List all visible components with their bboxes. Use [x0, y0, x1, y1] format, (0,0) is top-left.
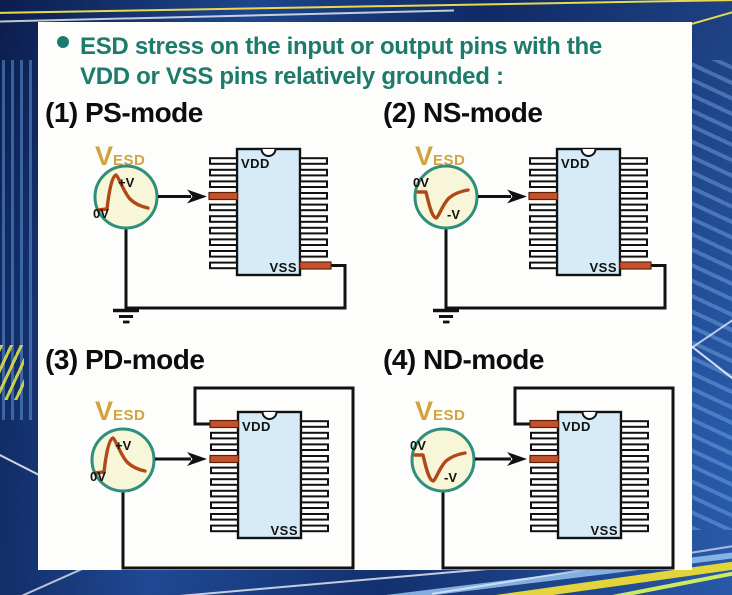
wave-bottom-label: 0V [93, 206, 109, 221]
vdd-grounded-pin [529, 419, 560, 429]
vdd-label: VDD [242, 419, 271, 434]
vdd-grounded-pin [209, 419, 240, 429]
ps-mode-diagram: VESD +V 0V VDD VSS [93, 141, 347, 324]
heading-nd-mode: (4) ND-mode [383, 344, 544, 375]
vesd-label: VESD [415, 141, 465, 171]
stress-arrow-head [187, 189, 207, 204]
wave-bottom-label: -V [444, 470, 457, 485]
negative-pulse-waveform [416, 188, 470, 220]
vss-label: VSS [269, 260, 297, 275]
positive-pulse-waveform [93, 436, 147, 475]
vdd-ground-loop-wire [441, 386, 675, 570]
vesd-label: VESD [95, 141, 145, 171]
stress-arrow-head [507, 189, 527, 204]
bullet-icon [57, 36, 69, 48]
stress-arrow-head [507, 452, 527, 466]
title-line-2: VDD or VSS pins relatively grounded : [80, 63, 504, 90]
vdd-label: VDD [562, 419, 591, 434]
positive-pulse-waveform [96, 173, 150, 212]
vdd-ground-loop-wire [121, 386, 355, 570]
stressed-input-pin [529, 454, 560, 464]
nd-mode-diagram: VESD 0V -V VDD VSS [410, 386, 675, 570]
vss-label: VSS [590, 523, 618, 538]
vdd-label: VDD [561, 156, 590, 171]
ground-icon [433, 308, 459, 324]
ground-wire [444, 228, 667, 310]
title-line-1: ESD stress on the input or output pins w… [80, 33, 602, 60]
pd-mode-diagram: VESD +V 0V VDD VSS [90, 386, 355, 570]
wave-bottom-label: -V [447, 207, 460, 222]
stressed-input-pin [528, 191, 559, 201]
heading-ps-mode: (1) PS-mode [45, 97, 203, 128]
vesd-label: VESD [415, 396, 465, 426]
wave-top-label: 0V [413, 175, 429, 190]
stressed-input-pin [208, 191, 239, 201]
ns-mode-diagram: VESD 0V -V VDD VSS [413, 141, 667, 324]
vss-label: VSS [270, 523, 298, 538]
slide-title: ESD stress on the input or output pins w… [80, 32, 680, 92]
negative-pulse-waveform [413, 451, 467, 483]
wave-top-label: +V [118, 175, 135, 190]
vss-grounded-pin [619, 261, 652, 270]
vss-label: VSS [589, 260, 617, 275]
wave-top-label: +V [115, 438, 132, 453]
vdd-label: VDD [241, 156, 270, 171]
ground-icon [113, 308, 139, 324]
ground-wire [124, 228, 347, 310]
vss-grounded-pin [299, 261, 332, 270]
stress-arrow-head [187, 452, 207, 466]
stressed-input-pin [209, 454, 240, 464]
wave-bottom-label: 0V [90, 469, 106, 484]
heading-pd-mode: (3) PD-mode [45, 344, 205, 375]
heading-ns-mode: (2) NS-mode [383, 97, 543, 128]
vesd-label: VESD [95, 396, 145, 426]
wave-top-label: 0V [410, 438, 426, 453]
